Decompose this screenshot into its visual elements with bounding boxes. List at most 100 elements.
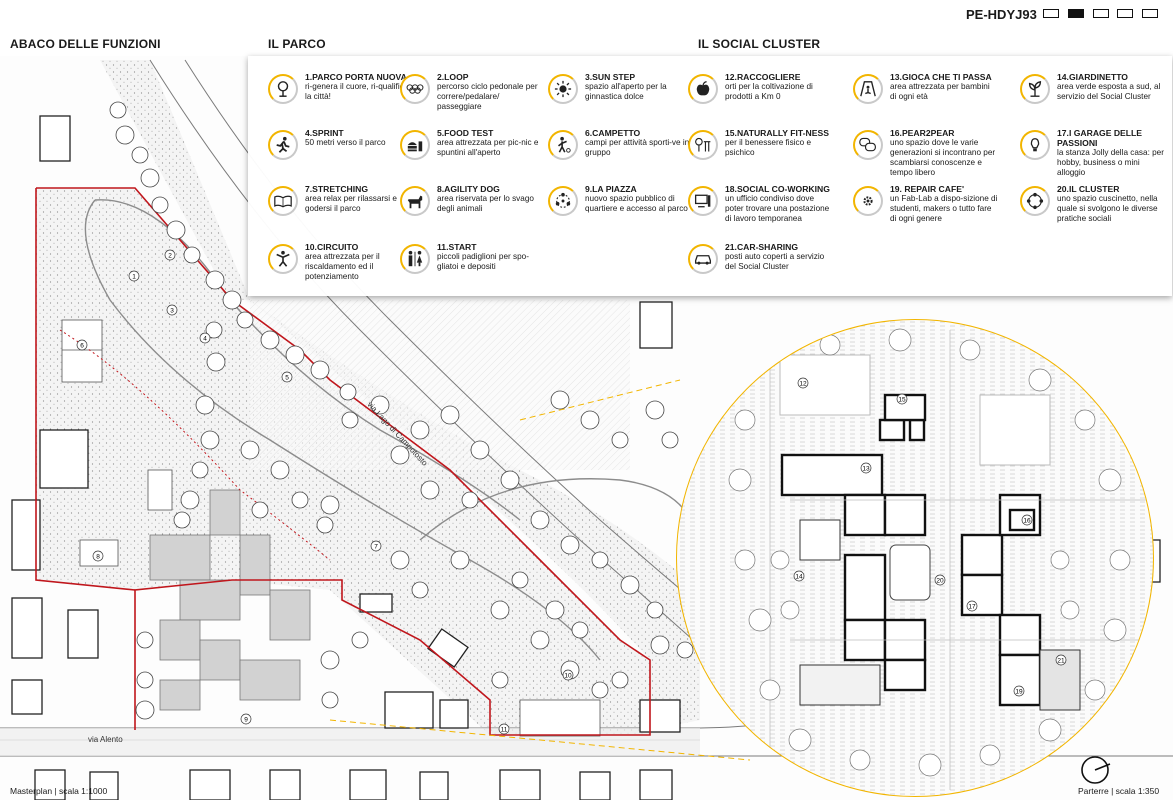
tree <box>918 753 942 777</box>
tree <box>136 671 154 689</box>
sheet-indicator-1[interactable] <box>1043 9 1059 18</box>
tree <box>611 671 629 689</box>
plan-marker: 20 <box>934 574 946 586</box>
tree <box>339 383 357 401</box>
legend-item-desc: percorso ciclo pedonale per correre/peda… <box>437 82 538 111</box>
tree <box>646 601 664 619</box>
legend-item-title: 20.IL CLUSTER <box>1057 184 1120 194</box>
social-cluster-blocks <box>149 489 311 711</box>
plan-marker: 17 <box>966 600 978 612</box>
bulb-icon <box>1020 130 1050 160</box>
tree <box>545 600 565 620</box>
caption-masterplan: Masterplan | scala 1:1000 <box>10 786 108 796</box>
legend-item-title: 9.LA PIAZZA <box>585 184 637 194</box>
tree <box>780 600 800 620</box>
caption-parterre: Parterre | scala 1:350 <box>1078 786 1160 796</box>
tree <box>222 290 242 310</box>
legend-item-desc: la stanza Jolly della casa: per hobby, b… <box>1057 148 1164 177</box>
tree <box>140 168 160 188</box>
legend-item-title: 8.AGILITY DOG <box>437 184 500 194</box>
plan-marker: 16 <box>1021 514 1033 526</box>
tree <box>136 631 154 649</box>
legend-item-desc: area attrezzata per il riscaldamento ed … <box>305 252 380 281</box>
legend-item-title: 2.LOOP <box>437 72 469 82</box>
plan-marker: 13 <box>860 462 872 474</box>
tree <box>650 635 670 655</box>
legend-item-title: 4.SPRINT <box>305 128 344 138</box>
plan-marker: 14 <box>793 570 805 582</box>
plan-marker: 1 <box>128 270 140 282</box>
tree <box>1084 679 1106 701</box>
legend-item-title: 7.STRETCHING <box>305 184 369 194</box>
tree <box>270 460 290 480</box>
legend-item-desc: uno spazio dove le varie generazioni si … <box>890 138 996 177</box>
player-icon <box>548 130 578 160</box>
tree <box>173 511 191 529</box>
plan-marker: 3 <box>166 304 178 316</box>
tree <box>370 395 390 415</box>
svg-text:21: 21 <box>1057 658 1065 665</box>
legend-item-desc: orti per la coltivazione di prodotti a K… <box>725 82 813 101</box>
tree <box>661 431 679 449</box>
plan-marker: 11 <box>498 723 510 735</box>
tree <box>770 550 790 570</box>
tree <box>788 728 812 752</box>
dog-icon <box>400 186 430 216</box>
tree <box>351 631 369 649</box>
section-title-social: IL SOCIAL CLUSTER <box>698 37 821 51</box>
restroom-icon <box>400 244 430 274</box>
tree <box>560 535 580 555</box>
tree <box>191 461 209 479</box>
plan-marker: 10 <box>562 669 574 681</box>
tree <box>260 330 280 350</box>
tree <box>206 352 226 372</box>
tree <box>1038 718 1062 742</box>
sheet-indicator-2[interactable] <box>1068 9 1084 18</box>
tree <box>320 650 340 670</box>
legend-item-desc: per il benessere fisico e psichico <box>725 138 812 157</box>
svg-text:4: 4 <box>203 336 207 343</box>
tree <box>979 744 1001 766</box>
courts <box>61 319 601 737</box>
food-icon <box>400 130 430 160</box>
tree <box>291 491 309 509</box>
tree <box>591 681 609 699</box>
tree <box>888 328 912 352</box>
tree <box>180 490 200 510</box>
tree <box>195 395 215 415</box>
legend-item-desc: ri-genera il cuore, ri-qualifica la citt… <box>305 82 409 101</box>
tree <box>591 551 609 569</box>
tree <box>205 270 225 290</box>
tree <box>183 246 201 264</box>
plant-icon <box>1020 74 1050 104</box>
tree <box>849 749 871 771</box>
tree <box>959 339 981 361</box>
tree <box>131 146 149 164</box>
svg-text:5: 5 <box>285 375 289 382</box>
svg-text:15: 15 <box>898 397 906 404</box>
legend-item-desc: piccoli padiglioni per spo-gliatoi e dep… <box>437 252 529 271</box>
fitness-icon <box>688 130 718 160</box>
svg-text:13: 13 <box>862 466 870 473</box>
legend-item-title: 13.GIOCA CHE TI PASSA <box>890 72 992 82</box>
svg-text:17: 17 <box>968 604 976 611</box>
tree <box>728 468 752 492</box>
tree <box>620 575 640 595</box>
swing-icon <box>853 74 883 104</box>
plan-marker: 6 <box>76 339 88 351</box>
tree <box>310 360 330 380</box>
runner-icon <box>268 130 298 160</box>
tree <box>200 430 220 450</box>
tree <box>166 220 186 240</box>
legend-item-title: 18.SOCIAL CO-WORKING <box>725 184 830 194</box>
sheet-indicator-5[interactable] <box>1142 9 1158 18</box>
sheet-indicator-4[interactable] <box>1117 9 1133 18</box>
legend-item-desc: area attrezzata per pic-nic e spuntini a… <box>437 138 539 157</box>
plan-marker: 15 <box>896 393 908 405</box>
sheet-indicator-3[interactable] <box>1093 9 1109 18</box>
street-label-alento: via Alento <box>88 735 123 744</box>
tree <box>511 571 529 589</box>
parterre-detail <box>677 320 1153 796</box>
legend-item-desc: un Fab-Lab a dispo-sizione di studenti, … <box>890 194 998 223</box>
